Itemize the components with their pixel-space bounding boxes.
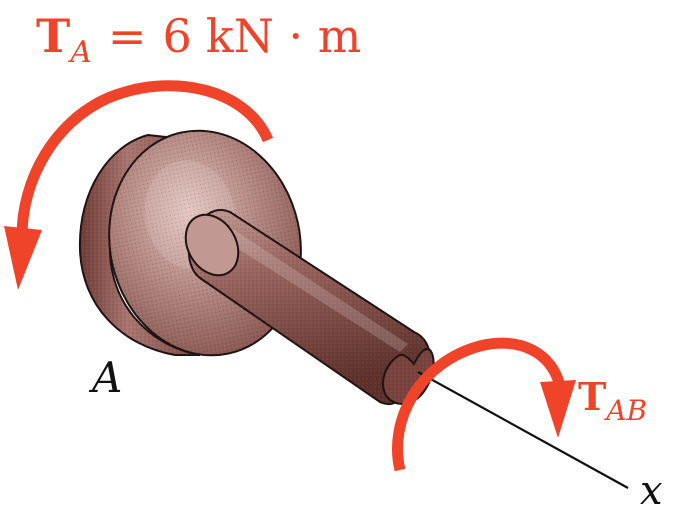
x-axis-label: x <box>640 468 663 513</box>
torque-a-value: 6 <box>162 9 191 63</box>
torque-a-label: TA = 6 kN · m <box>36 9 361 70</box>
point-a-label: A <box>88 353 122 402</box>
torque-a-arrow <box>4 80 274 290</box>
shaft-highlight <box>212 222 408 352</box>
torque-ab-arrow <box>392 337 576 472</box>
torque-a-arc <box>16 80 274 237</box>
torque-a-arrowhead <box>4 226 42 290</box>
torque-ab-symbol: T <box>578 374 606 419</box>
x-axis-line <box>417 371 629 489</box>
flange-rim-texture <box>79 135 200 355</box>
shaft-body-texture <box>188 209 430 405</box>
torque-a-subscript: A <box>67 35 92 70</box>
torque-ab-arrowhead <box>540 380 576 438</box>
torque-ab-arc <box>392 337 566 472</box>
torque-a-unit: kN · m <box>206 9 362 63</box>
shaft-root <box>184 213 240 277</box>
shaft-ab <box>184 209 435 406</box>
torque-ab-subscript: AB <box>603 394 647 427</box>
torque-a-symbol: T <box>36 9 70 63</box>
torque-ab-label: TAB <box>578 374 647 427</box>
torque-a-equals: = <box>108 9 147 63</box>
